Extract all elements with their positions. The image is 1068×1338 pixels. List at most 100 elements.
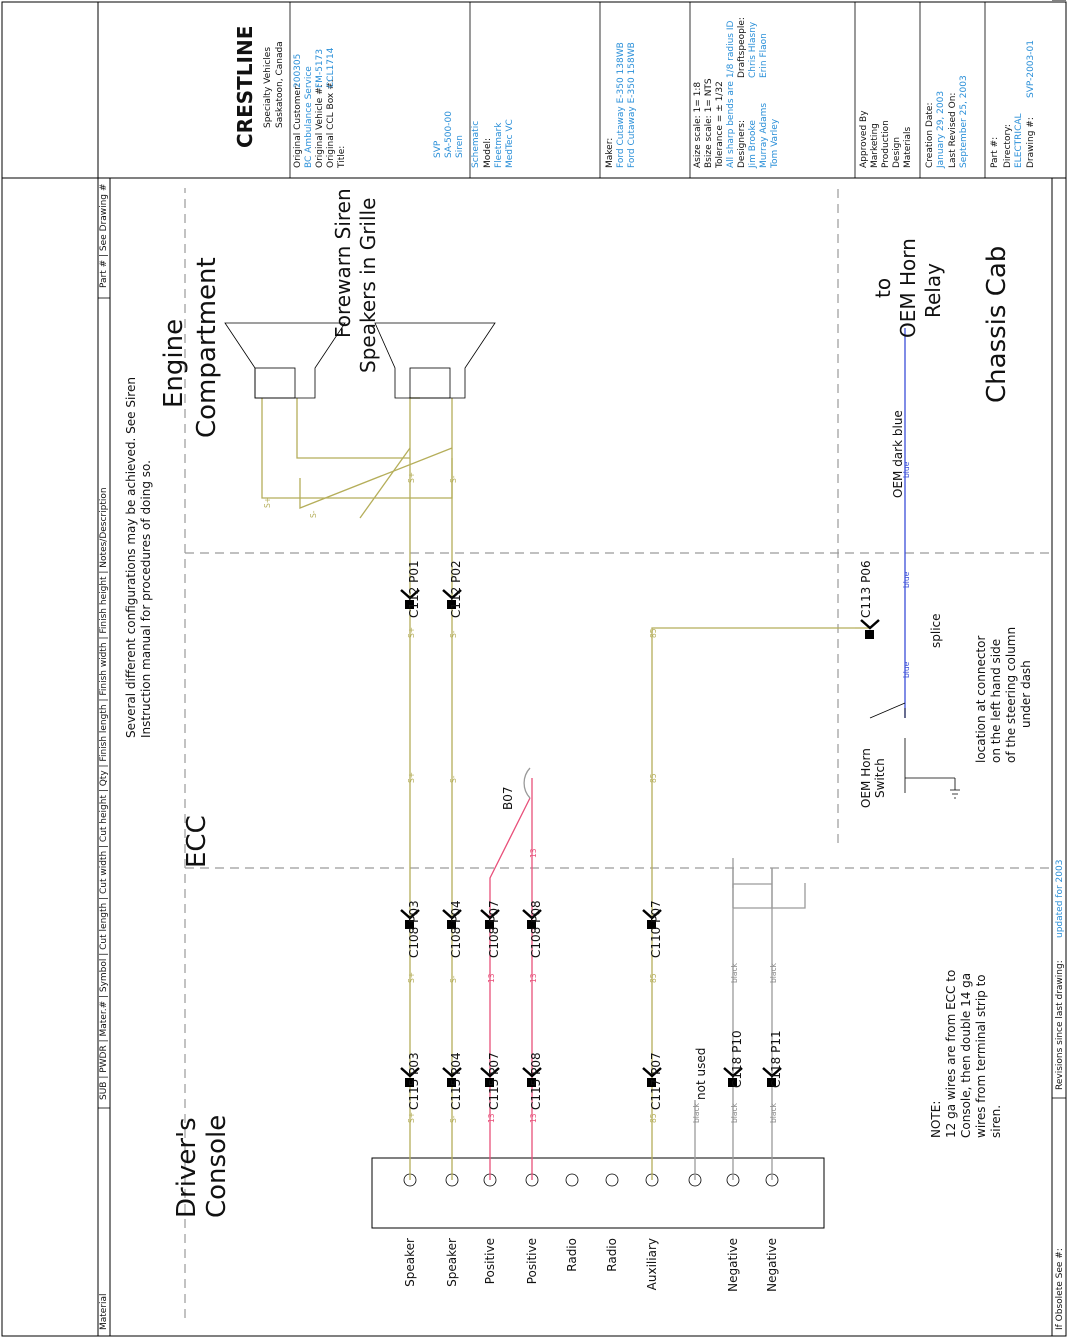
horn-switch-1: OEM Horn [859,748,873,808]
svg-text:Last Revised On:: Last Revised On: [948,93,958,168]
engine-label-1: Engine [159,319,189,408]
terminal-label: Radio [565,1238,579,1272]
svg-text:Tolerance = ± 1/32: Tolerance = ± 1/32 [715,81,725,169]
svg-text:13: 13 [529,1113,538,1123]
svg-text:Part #:: Part #: [990,137,1000,168]
svg-text:Tom Varley: Tom Varley [770,118,780,169]
connector-symbol [860,619,880,639]
wires-group [261,328,960,1180]
svg-text:blue: blue [902,461,911,478]
label-not-used: not used [694,1048,708,1100]
svg-text:Fleetmark: Fleetmark [494,122,504,168]
svg-text:85: 85 [649,628,658,638]
svg-text:SA-500-00: SA-500-00 [444,111,454,158]
wire-auxiliary-85 [651,627,855,1180]
svg-text:Production: Production [881,120,891,168]
config-note-1: Several different configurations may be … [124,377,138,738]
connector-labels: C115 P03 C115 P04 C115 P07 C115 P08 C117… [407,560,873,1110]
svg-text:black: black [730,1102,739,1123]
connector-symbol [400,1067,420,1087]
svg-text:blue: blue [902,571,911,588]
label-c115-p04: C115 P04 [449,1052,463,1110]
terminal-screw [565,1173,579,1187]
ecc-label: ECC [182,815,212,868]
svg-text:Asize scale: 1= 1:8: Asize scale: 1= 1:8 [693,82,703,168]
connector-group [400,589,880,1087]
svg-text:Murray Adams: Murray Adams [759,103,769,168]
location-2: on the left hand side [989,639,1003,763]
svg-text:S-: S- [449,475,458,483]
label-c112-p01: C112 P01 [407,560,421,618]
terminal-label: Positive [483,1238,497,1284]
terminal-label: Negative [726,1238,740,1292]
connector-symbol [480,909,500,929]
label-c112-p02: C112 P02 [449,560,463,618]
footer-obsolete: If Obsolete See #: [1055,1248,1065,1330]
svg-text:S-: S- [449,975,458,983]
label-c115-p08: C115 P08 [529,1052,543,1110]
note-line-2: Console, then double 14 ga [959,973,973,1138]
svg-text:SVP-2003-01: SVP-2003-01 [1026,40,1036,98]
note-line-4: siren. [989,1105,1003,1138]
label-c108-p03: C108 P03 [407,900,421,958]
wire-labels: S+ S+ S+ S+ S+ S- S- S- S- S- 13 13 13 1… [407,461,911,1123]
note-line-3: wires from terminal strip to [974,974,988,1138]
note-title: NOTE: [929,1101,943,1138]
drivers-console-label-2: Console [202,1115,232,1218]
svg-text:Jim Brooke: Jim Brooke [748,120,758,169]
svg-text:85: 85 [649,1113,658,1123]
oem-dark-blue: OEM dark blue [891,410,905,498]
svg-text:MedTec VC: MedTec VC [505,119,515,168]
svg-text:All sharp bends are 1/8 radius: All sharp bends are 1/8 radius ID [726,20,736,168]
svg-text:85: 85 [649,973,658,983]
label-c113-p06: C113 P06 [859,560,873,618]
label-c117-p07: C117 P07 [649,1052,663,1110]
siren-speakers: S+ S- [224,322,496,518]
horn-labels: OEM Horn Switch splice location at conne… [859,238,1033,808]
svg-text:200305: 200305 [293,54,303,88]
svg-text:ELECTRICAL: ELECTRICAL [1014,113,1024,168]
svg-text:Title:: Title: [337,146,347,169]
connector-symbol [522,909,542,929]
svg-text:S-: S- [449,775,458,783]
horn-relay-1: OEM Horn [896,238,920,338]
svg-text:September 25, 2003: September 25, 2003 [959,75,969,168]
wire-positive-1 [489,797,531,1180]
svg-text:13: 13 [487,1113,496,1123]
company-1: Specialty Vehicles [263,47,273,128]
svg-text:BC Ambulance Service: BC Ambulance Service [304,66,314,168]
connector-symbol [762,1067,782,1087]
label-c108-p07: C108 P07 [487,900,501,958]
svg-text:Drawing #:: Drawing #: [1026,117,1036,168]
svg-text:S+: S+ [263,497,272,508]
svg-text:S-: S- [449,630,458,638]
chassis-cab-label: Chassis Cab [982,246,1012,403]
svg-text:Original Customer:: Original Customer: [293,83,303,168]
svg-text:black: black [692,1102,701,1123]
svg-text:blue: blue [902,661,911,678]
location-1: location at connector [974,636,988,763]
svg-text:SVP: SVP [433,140,443,158]
label-c108-p08: C108 P08 [529,900,543,958]
svg-text:Design: Design [892,137,902,168]
label-c118-p11: C118 P11 [769,1030,783,1088]
svg-text:black: black [769,962,778,983]
siren-label-2: Speakers in Grille [356,198,380,373]
svg-text:Ford Cutaway E-350 138WB: Ford Cutaway E-350 138WB [616,42,626,168]
terminal-strip [371,1157,825,1229]
terminal-label: Speaker [445,1238,459,1287]
siren-label-1: Forewarn Siren [331,188,355,338]
header-columns: SUB | PWDR | Mater.# | Symbol | Cut leng… [99,487,109,1100]
terminal-label: Negative [765,1238,779,1292]
svg-text:Original CCL Box #:: Original CCL Box #: [326,79,336,168]
note-line-1: 12 ga wires are from ECC to [944,970,958,1138]
svg-text:S+: S+ [407,627,416,638]
header-part: Part # | See Drawing # [99,184,109,288]
terminal-label: Positive [525,1238,539,1284]
footer-revisions-label: Revisions since last drawing: [1055,960,1065,1090]
svg-text:CCL1714: CCL1714 [326,47,336,88]
connector-symbol [723,1067,743,1087]
